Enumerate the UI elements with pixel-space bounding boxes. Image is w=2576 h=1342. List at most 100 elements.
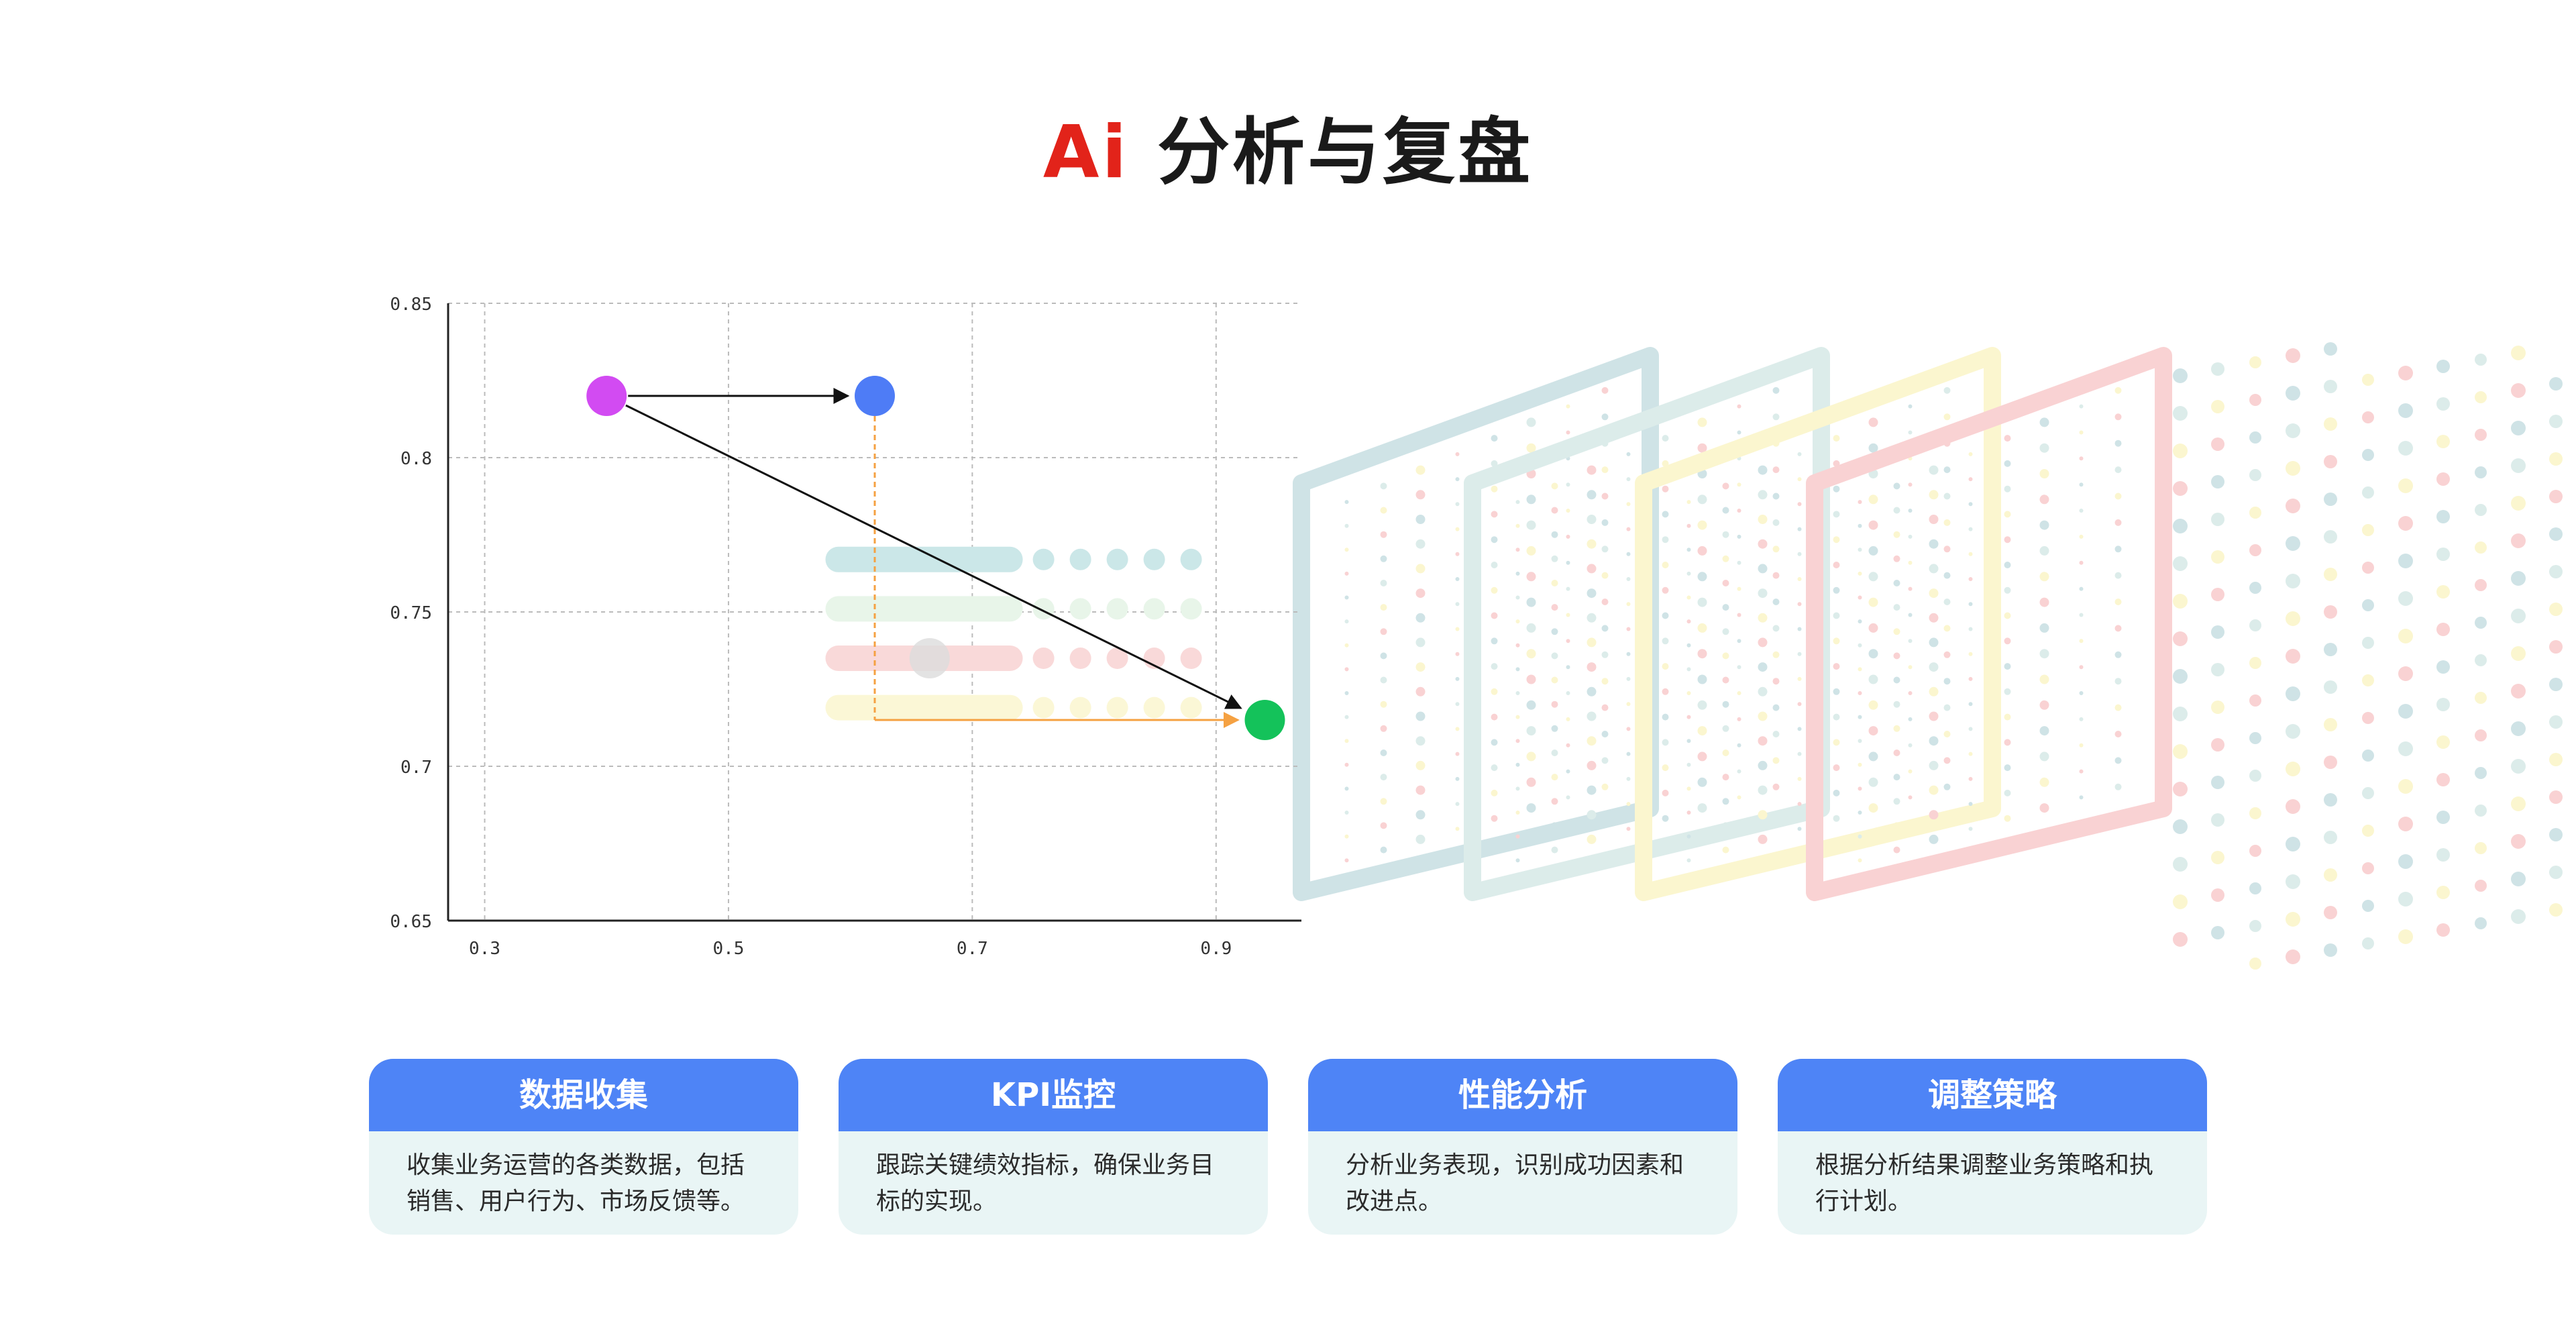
frame-dot xyxy=(1858,595,1862,600)
frame-dot xyxy=(1344,500,1349,505)
frame-dot xyxy=(1380,604,1387,611)
frame-dot xyxy=(2079,743,2084,747)
background-dot xyxy=(2173,744,2188,759)
frame-dot xyxy=(1515,571,1520,576)
frame-dot xyxy=(1587,637,1597,648)
frame-dot xyxy=(1662,815,1669,822)
frame-dot xyxy=(2039,572,2049,582)
background-dot xyxy=(2211,625,2224,639)
frame-dot xyxy=(1515,786,1520,791)
background-dot xyxy=(2436,773,2450,786)
card-line: 销售、用户行为、市场反馈等。 xyxy=(407,1188,745,1215)
background-dot xyxy=(2511,834,2526,849)
frame-dot xyxy=(1722,846,1729,854)
frame-dot xyxy=(1968,552,1973,556)
frame-dot xyxy=(1737,482,1741,487)
background-dot xyxy=(2286,686,2300,701)
frame-dot xyxy=(1833,485,1840,493)
background-dot xyxy=(2173,368,2188,383)
frame-dot xyxy=(1415,785,1426,795)
frame-dot xyxy=(2079,560,2084,565)
bar-trail-dot xyxy=(1069,598,1091,620)
bar-trail-dot xyxy=(1032,648,1055,669)
frame-dot xyxy=(1868,649,1878,659)
frame-dot xyxy=(1722,652,1729,660)
frame-dot xyxy=(1380,676,1387,684)
y-tick-label: 0.8 xyxy=(400,449,432,469)
background-dot xyxy=(2324,906,2337,919)
frame-dot xyxy=(1943,519,1951,526)
card-line: 行计划。 xyxy=(1815,1188,1913,1215)
frame-dot xyxy=(1758,686,1768,696)
frame-dot xyxy=(1662,663,1669,670)
frame-dot xyxy=(2114,386,2122,394)
frame-dot xyxy=(2114,440,2122,447)
frame-dot xyxy=(1626,752,1631,756)
frame-dot xyxy=(2004,739,2011,746)
frame-dot xyxy=(2079,482,2084,487)
background-dot xyxy=(2324,831,2337,844)
frame-dot xyxy=(1772,386,1780,394)
frame-dot xyxy=(1929,760,1939,770)
frame-dot xyxy=(2039,726,2049,736)
background-dot xyxy=(2286,499,2300,513)
frame-dot xyxy=(1380,580,1387,586)
frame-dot xyxy=(1587,539,1597,549)
frame-dot xyxy=(2114,757,2122,764)
frame-dot xyxy=(1601,704,1609,711)
title-text: 分析与复盘 xyxy=(1129,111,1534,195)
background-dot xyxy=(2173,519,2188,533)
frame-dot xyxy=(1797,477,1802,482)
frame-dot xyxy=(1566,665,1570,670)
frame-dot xyxy=(1943,386,1951,394)
background-dot xyxy=(2324,493,2337,506)
card-strategy-adjustment: 调整策略 根据分析结果调整业务策略和执 行计划。 xyxy=(1778,1059,2207,1235)
frame-dot xyxy=(1943,651,1951,658)
frame-dot xyxy=(1601,572,1609,579)
frame-dot xyxy=(1943,625,1951,632)
frame-dot xyxy=(2004,485,2011,493)
frame-dot xyxy=(1797,577,1802,581)
frame-dot xyxy=(1344,595,1349,600)
frame-dot xyxy=(2114,599,2122,605)
frame-dot xyxy=(1893,628,1900,635)
frame-dot xyxy=(1491,612,1498,619)
background-dot xyxy=(2211,513,2224,526)
frame-dot xyxy=(2039,752,2049,762)
background-dot xyxy=(2286,837,2300,851)
frame-dot xyxy=(1566,534,1570,539)
background-dot xyxy=(2173,631,2188,646)
background-dot xyxy=(2549,603,2563,616)
bar-trail-dot xyxy=(1180,598,1202,620)
frame-dot xyxy=(1380,846,1387,854)
frame-dot xyxy=(1893,507,1900,514)
frame-dot xyxy=(1893,555,1900,562)
frame-dot xyxy=(1722,798,1729,805)
frame-dot xyxy=(1868,623,1878,633)
frame-dot xyxy=(1893,482,1900,490)
frame-dot xyxy=(1758,662,1768,672)
frame-dot xyxy=(1662,485,1669,493)
frame-dot xyxy=(1697,700,1707,710)
frame-dot xyxy=(1943,757,1951,764)
background-dot xyxy=(2436,848,2450,862)
frame-dot xyxy=(1344,762,1349,767)
background-dot xyxy=(2249,469,2261,481)
frame-dot xyxy=(1893,774,1900,781)
background-dot xyxy=(2324,868,2337,882)
background-dot xyxy=(2324,680,2337,694)
frame-dot xyxy=(1455,477,1460,482)
frame-dot xyxy=(1455,702,1460,707)
background-dot xyxy=(2362,750,2374,762)
frame-dot xyxy=(2079,717,2084,721)
background-dot xyxy=(2173,707,2188,721)
frame-dot xyxy=(1929,834,1939,844)
frame-dot xyxy=(1415,662,1426,672)
background-dot xyxy=(2475,466,2487,478)
frame-dot xyxy=(1587,564,1597,574)
frame-dot xyxy=(1686,571,1691,576)
frame-dot xyxy=(1737,743,1741,747)
background-dot xyxy=(2286,874,2300,889)
background-dot xyxy=(2511,533,2526,548)
frame-border xyxy=(1806,347,2172,901)
